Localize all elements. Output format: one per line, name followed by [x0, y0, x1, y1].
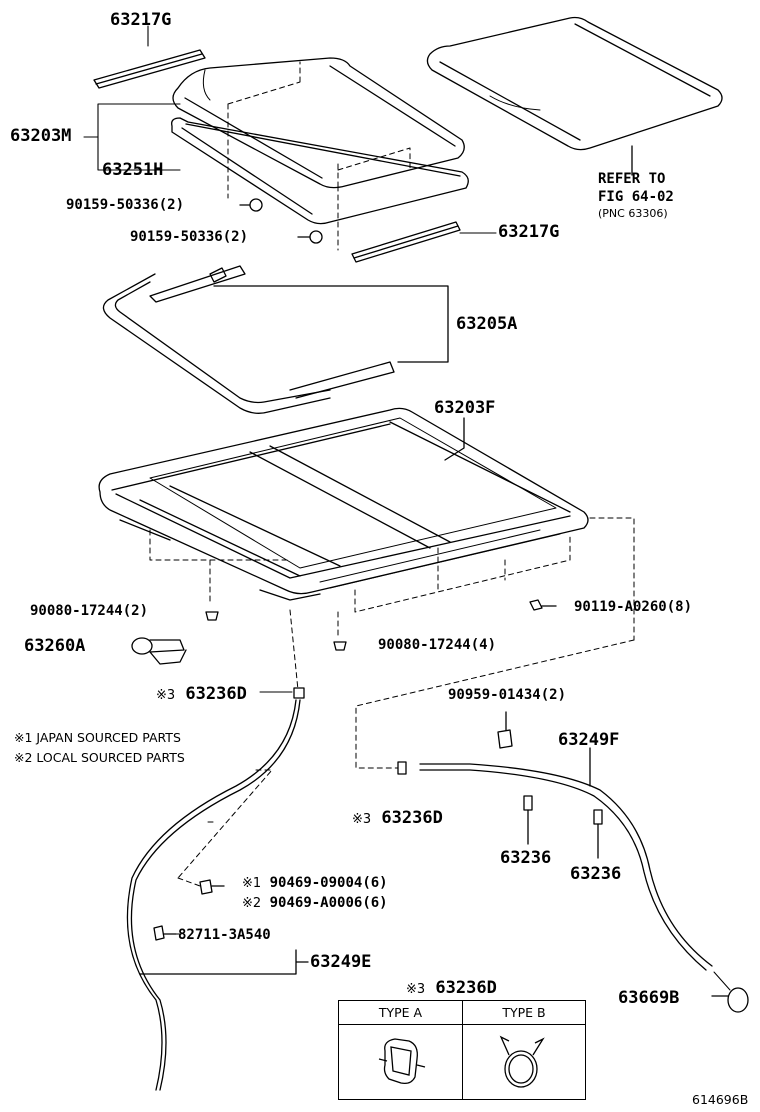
- clip-icon: [199, 879, 225, 895]
- sunroof-frame-illustration: [98, 407, 589, 601]
- part-number-label: 63205A: [456, 314, 518, 334]
- part-number-label: ※3 63236D: [156, 684, 247, 704]
- refer-note: (PNC 63306): [598, 207, 668, 220]
- part-number-label: 90080-17244(2): [30, 603, 149, 619]
- part-number-label: 90159-50336(2): [130, 229, 249, 245]
- drain-valve-illustration: [711, 971, 749, 1013]
- grommet-icon: [593, 809, 603, 859]
- type-b-spring-clip-illustration: [499, 1035, 545, 1088]
- part-number-label: 63236: [570, 864, 622, 884]
- drain-hose-illustration: [419, 763, 713, 971]
- legend-type-a: TYPE A: [339, 1001, 463, 1099]
- part-number-label: 63249E: [310, 952, 372, 972]
- part-number-label: 63203M: [10, 126, 72, 146]
- part-number-label: 63217G: [498, 222, 560, 242]
- deflector-strip-illustration: [93, 49, 206, 89]
- type-legend: TYPE A TYPE B: [338, 1000, 586, 1100]
- part-number-label: 63669B: [618, 988, 680, 1008]
- glass-weatherstrip-illustration: [171, 117, 469, 225]
- part-number-label: 63249F: [558, 730, 620, 750]
- hose-guide-lines: [177, 769, 273, 887]
- part-number-label: 63203F: [434, 398, 496, 418]
- refer-note: FIG 64-02: [598, 189, 674, 205]
- clamp-icon: [153, 925, 177, 941]
- sourcing-note: ※1 JAPAN SOURCED PARTS: [14, 730, 181, 745]
- part-number-label: 82711-3A540: [178, 927, 271, 943]
- hose-leader-bracket: [139, 949, 309, 975]
- type-a-grommet-illustration: [378, 1038, 426, 1085]
- label-leaders: [83, 25, 497, 935]
- glass-guide-lines: [227, 61, 411, 251]
- part-number-label: 90080-17244(4): [378, 637, 497, 653]
- part-number-label: 63251H: [102, 160, 164, 180]
- nut-icon: [333, 641, 347, 651]
- rail-leader-bracket: [213, 285, 449, 363]
- part-number-label: 63236: [500, 848, 552, 868]
- part-number-label: ※3 63236D: [352, 808, 443, 828]
- part-number-label: 90159-50336(2): [66, 197, 185, 213]
- screw-icon: [529, 599, 557, 611]
- bolt-icon: [297, 230, 323, 244]
- clip-icon: [497, 711, 513, 749]
- drive-motor-illustration: [131, 637, 187, 665]
- sunshade-illustration: [426, 16, 723, 151]
- sourcing-note: ※2 LOCAL SOURCED PARTS: [14, 750, 185, 765]
- sunroof-glass-illustration: [172, 57, 465, 189]
- grommet-icon: [397, 761, 407, 775]
- bolt-icon: [239, 198, 263, 212]
- part-number-label: ※1 90469-09004(6): [242, 875, 388, 891]
- frame-guide-lines: [149, 517, 635, 769]
- part-number-label: 90119-A0260(8): [574, 599, 693, 615]
- part-number-label: 90959-01434(2): [448, 687, 567, 703]
- frame-leader: [444, 417, 465, 461]
- nut-icon: [205, 611, 219, 621]
- grommet-icon: [523, 795, 533, 845]
- legend-type-b-label: TYPE B: [463, 1001, 585, 1025]
- grommet-icon: [293, 687, 305, 699]
- figure-id: 614696B: [692, 1092, 749, 1107]
- part-number-label: ※2 90469-A0006(6): [242, 895, 388, 911]
- refer-note: REFER TO: [598, 171, 666, 187]
- deflector-strip-illustration: [351, 221, 461, 263]
- legend-type-b: TYPE B: [463, 1001, 585, 1099]
- part-number-label: 63260A: [24, 636, 86, 656]
- part-number-label: 63217G: [110, 10, 172, 30]
- drive-rail-illustration: [102, 265, 395, 414]
- legend-title: ※3 63236D: [406, 978, 497, 998]
- legend-type-a-label: TYPE A: [339, 1001, 462, 1025]
